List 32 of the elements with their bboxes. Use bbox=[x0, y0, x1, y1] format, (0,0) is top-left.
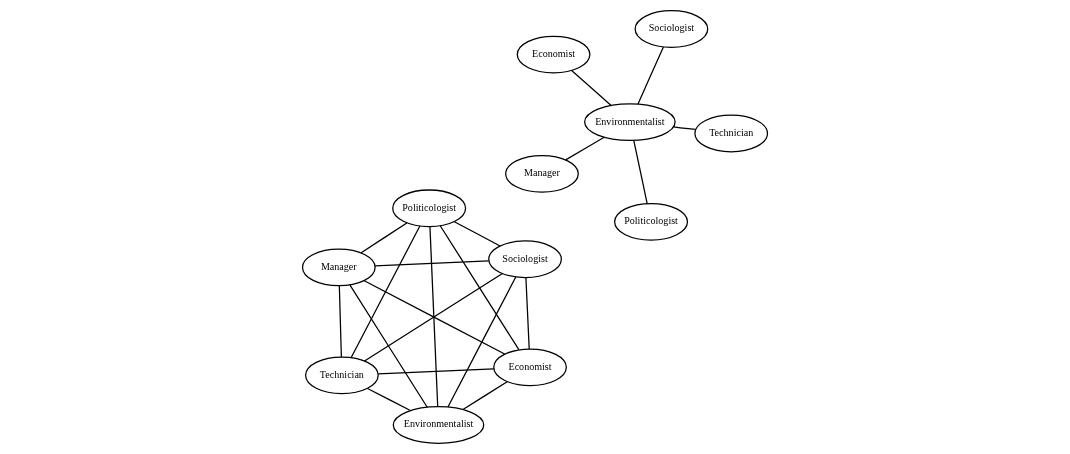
connector bbox=[349, 284, 428, 408]
connector bbox=[377, 368, 495, 375]
connector bbox=[571, 69, 612, 106]
connector bbox=[525, 277, 530, 350]
node-ellipse: Manager bbox=[301, 248, 376, 287]
connector bbox=[429, 226, 439, 408]
connector bbox=[439, 225, 520, 351]
connector bbox=[350, 225, 421, 359]
connector bbox=[565, 136, 605, 161]
node-ellipse: Economist bbox=[516, 35, 591, 74]
node-ellipse: Economist bbox=[493, 348, 567, 387]
node-ellipse: Politicologist bbox=[392, 189, 467, 228]
connector bbox=[453, 221, 501, 247]
connector bbox=[363, 272, 504, 362]
connector bbox=[338, 285, 342, 358]
connector bbox=[672, 126, 697, 131]
connector bbox=[366, 387, 411, 412]
connector bbox=[637, 46, 665, 105]
connector bbox=[462, 381, 508, 411]
connector bbox=[374, 260, 490, 267]
node-ellipse: Manager bbox=[505, 154, 579, 193]
node-ellipse: Environmentalist bbox=[392, 406, 485, 444]
connector bbox=[360, 222, 408, 254]
connector bbox=[447, 276, 517, 408]
node-ellipse: Sociologist bbox=[488, 240, 562, 279]
node-ellipse: Technician bbox=[694, 114, 769, 153]
connector bbox=[633, 139, 648, 205]
node-ellipse: Politicologist bbox=[614, 202, 689, 241]
node-ellipse: Environmentalist bbox=[584, 103, 676, 142]
node-ellipse: Technician bbox=[305, 356, 379, 395]
connector bbox=[363, 280, 506, 355]
node-ellipse: Sociologist bbox=[634, 10, 709, 48]
